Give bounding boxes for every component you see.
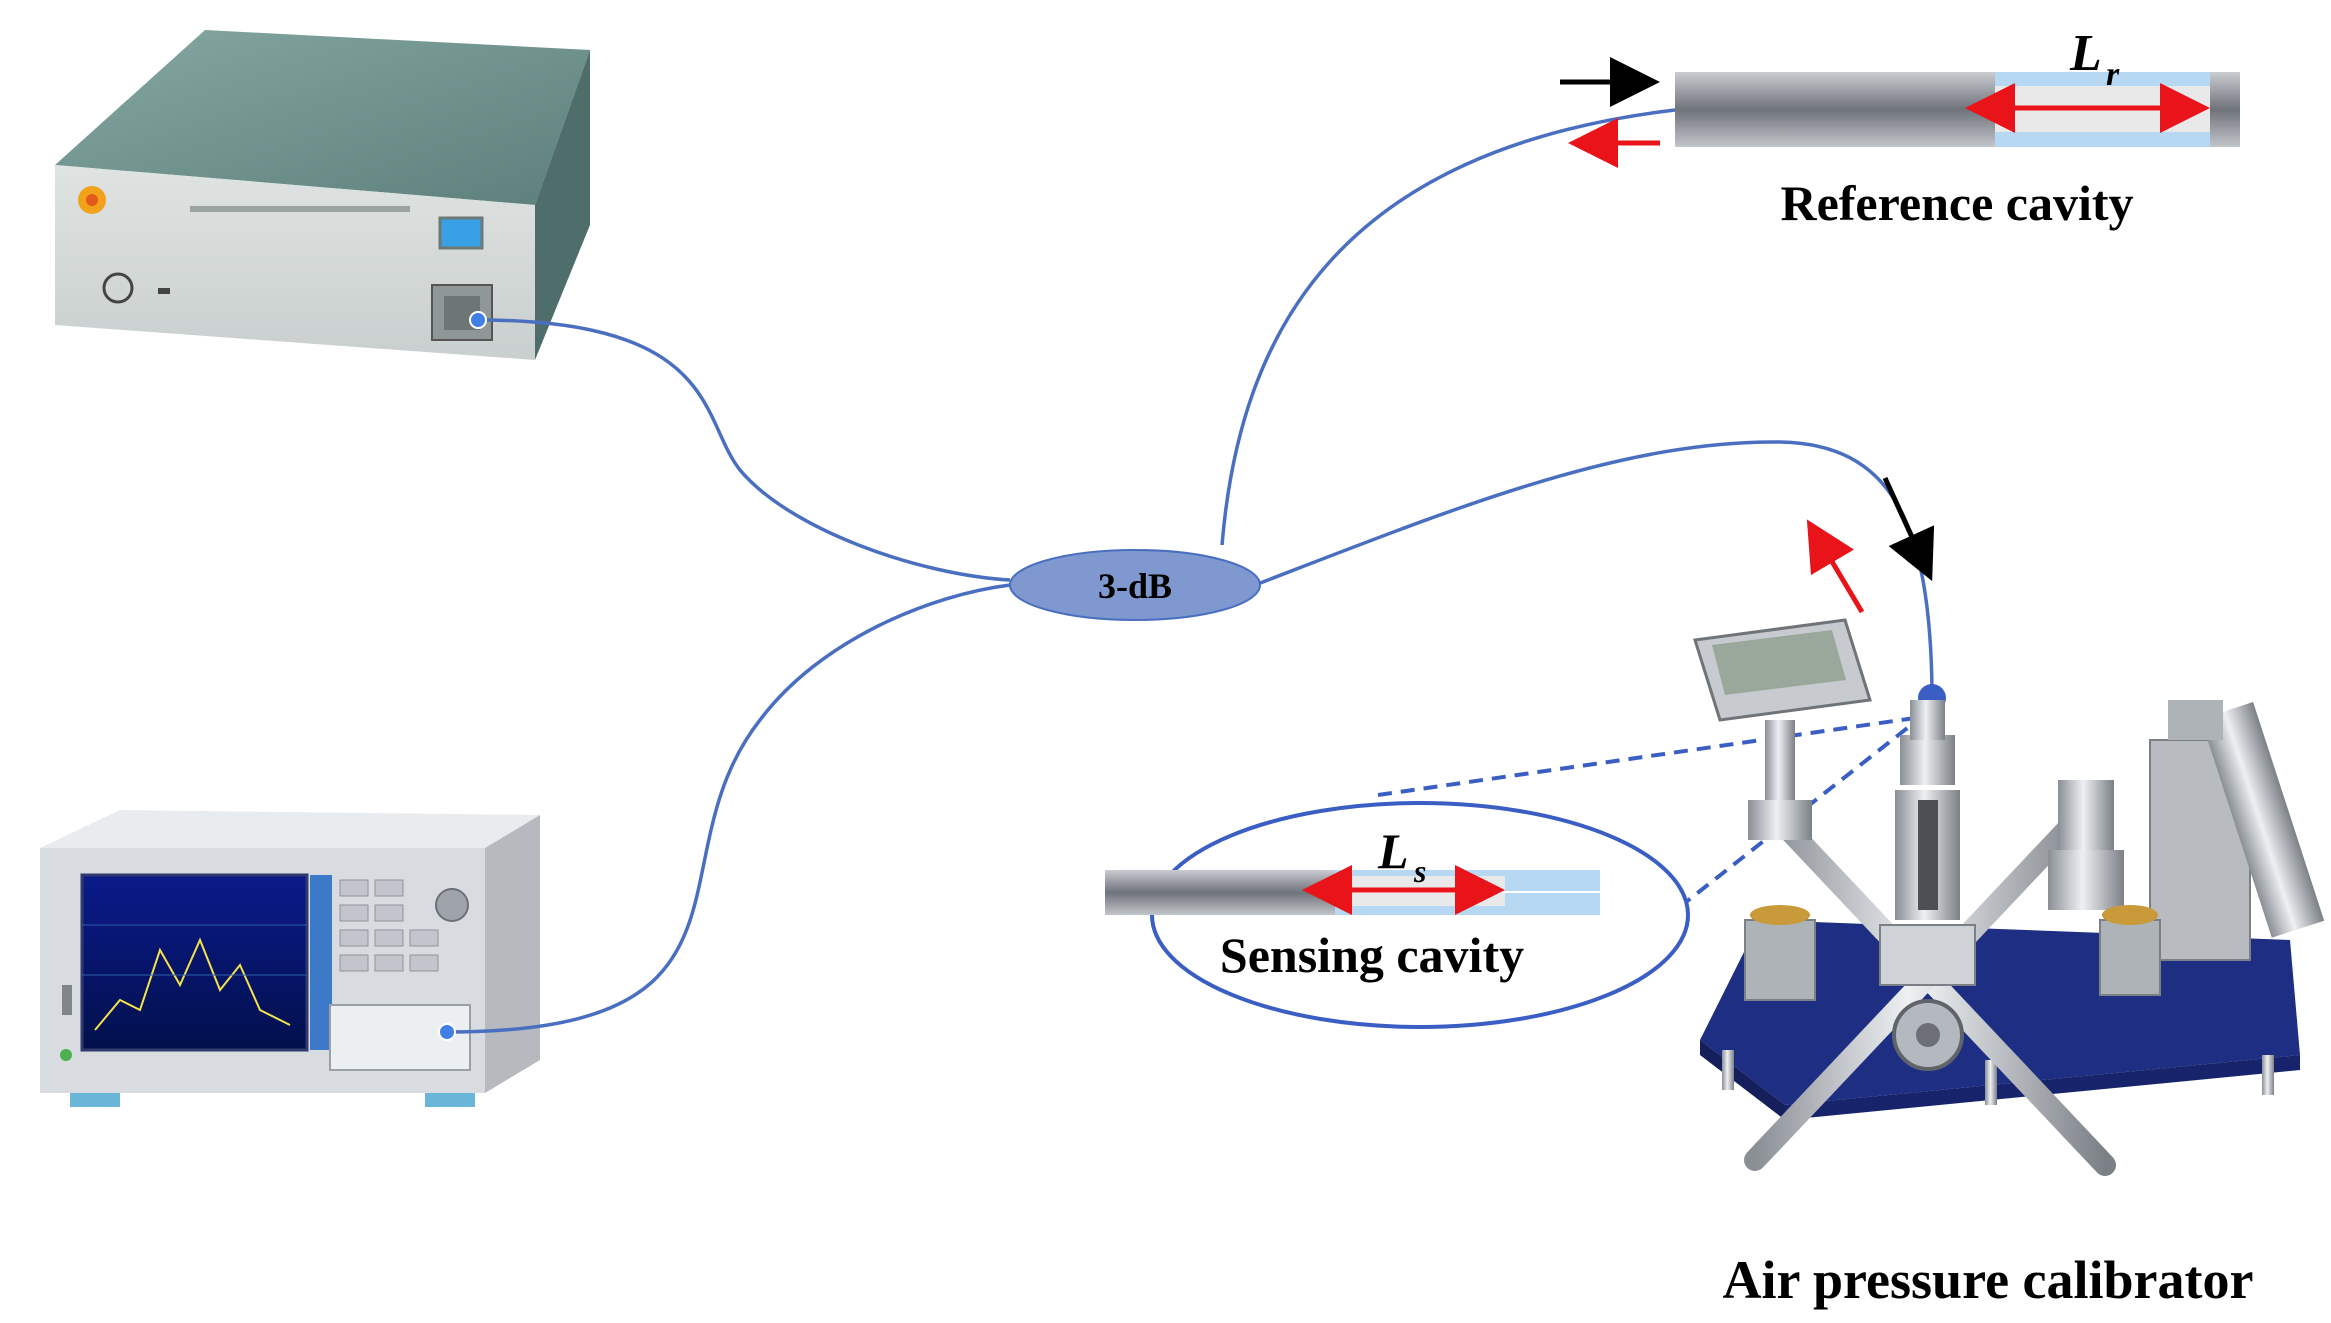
fiber-connector-icon (469, 311, 487, 329)
optical-spectrum-analyzer-icon (40, 810, 540, 1107)
ls-subscript: s (1413, 853, 1426, 889)
incident-signal-arrow (1882, 476, 1935, 582)
lr-label: L (2069, 25, 2102, 82)
coupler-label: 3-dB (1098, 566, 1172, 606)
fiber-connector-icon (438, 1023, 456, 1041)
reflected-signal-arrow (1806, 519, 1865, 614)
lr-subscript: r (2106, 56, 2120, 93)
reference-cavity: L r Reference cavity (1675, 25, 2240, 231)
reference-cavity-label: Reference cavity (1780, 175, 2133, 231)
fiber-network (446, 108, 1934, 1034)
fiber-osa-to-coupler (446, 583, 1011, 1034)
coupler-3db: 3-dB (1009, 549, 1261, 621)
air-pressure-calibrator-label: Air pressure calibrator (1723, 1250, 2254, 1310)
sensing-cavity-label: Sensing cavity (1220, 927, 1524, 983)
fiber-source-to-coupler (477, 318, 1011, 582)
zoom-guide-line (1377, 716, 1916, 797)
sensing-cavity-inset: L s Sensing cavity (1105, 716, 1917, 1029)
ls-label: L (1377, 823, 1409, 879)
light-source-instrument-icon (55, 30, 590, 360)
air-pressure-calibrator-icon (1693, 618, 2325, 1176)
fiber-coupler-to-reference (1220, 108, 1676, 546)
